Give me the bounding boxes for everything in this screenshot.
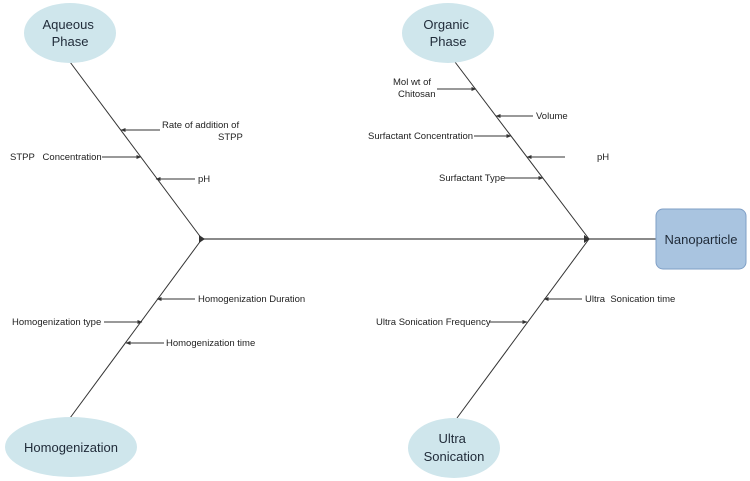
cause-line1: Rate of addition of <box>162 120 239 131</box>
category-ellipse <box>5 417 137 477</box>
category-label-line1: Homogenization <box>24 440 118 455</box>
effect-box: Nanoparticle <box>655 208 747 270</box>
cause-ultra-sonication-time: Ultra Sonication time <box>585 294 675 305</box>
category-label-line2: Phase <box>430 34 467 49</box>
cause-surfactant-type: Surfactant Type <box>439 173 505 184</box>
category-ultra-sonication: Ultra Sonication <box>408 418 500 478</box>
category-aqueous-phase: Aqueous Phase <box>24 3 116 63</box>
cause-surfactant-concentration: Surfactant Concentration <box>368 131 473 142</box>
svg-text:Homogenization: Homogenization <box>24 440 118 455</box>
category-ellipse <box>402 3 494 63</box>
cause-ultra-sonication-frequency: Ultra Sonication Frequency <box>376 317 491 328</box>
cause-line1: Mol wt of <box>393 77 431 88</box>
cause-volume: Volume <box>536 111 568 122</box>
cause-stpp-concentration: STPP Concentration <box>10 152 102 163</box>
cause-homogenization-duration: Homogenization Duration <box>198 294 305 305</box>
category-homogenization: Homogenization <box>5 417 137 477</box>
bone-ultra-sonication <box>456 238 590 419</box>
cause-line2: Chitosan <box>398 89 436 100</box>
cause-line2: STPP <box>218 132 243 143</box>
category-ellipse <box>24 3 116 63</box>
svg-text:Aqueous Phase: Aqueous Phase <box>43 17 98 49</box>
bone-homogenization <box>69 238 203 419</box>
cause-homogenization-time: Homogenization time <box>166 338 255 349</box>
effect-label: Nanoparticle <box>665 232 738 247</box>
category-label-line2: Sonication <box>424 449 485 464</box>
svg-text:Ultra Sonication: Ultra Sonication <box>424 431 485 464</box>
category-label-line1: Aqueous <box>43 17 95 32</box>
cause-rate-of-addition: Rate of addition of STPP <box>162 120 243 143</box>
category-label-line1: Ultra <box>438 431 466 446</box>
category-label-line1: Organic <box>423 17 469 32</box>
category-label-line2: Phase <box>52 34 89 49</box>
svg-text:Organic Phase: Organic Phase <box>423 17 472 49</box>
category-ellipse <box>408 418 500 478</box>
cause-homogenization-type: Homogenization type <box>12 317 101 328</box>
category-organic-phase: Organic Phase <box>402 3 494 63</box>
cause-aqueous-ph: pH <box>198 174 210 185</box>
cause-mol-wt: Mol wt of Chitosan <box>393 77 436 100</box>
spine-arrowhead-right <box>584 235 590 243</box>
cause-organic-ph: pH <box>597 152 609 163</box>
bone-organic-phase <box>454 61 590 240</box>
bone-aqueous-phase <box>69 61 203 240</box>
effect-rect <box>655 208 747 270</box>
